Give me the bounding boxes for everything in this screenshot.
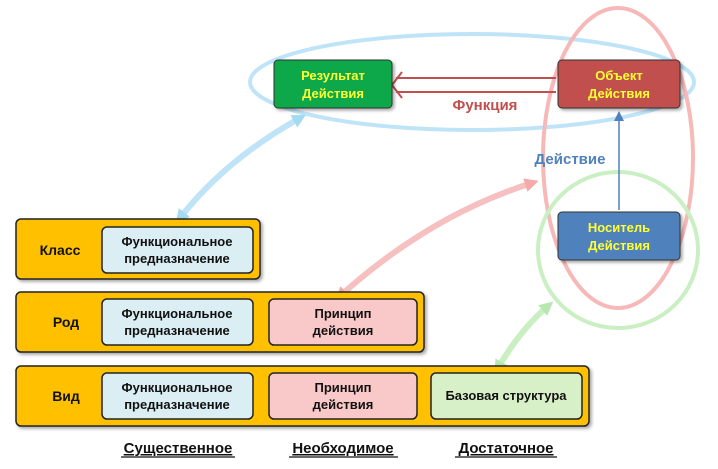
function-arrow-head: [390, 71, 403, 99]
object-node: [557, 59, 681, 109]
klass-functional-cell: [101, 226, 254, 274]
vid-base-structure-label: Базовая структура: [445, 388, 567, 403]
column-necessary-caption: Необходимое: [292, 440, 393, 457]
carrier-node: [557, 211, 681, 261]
object-node-label-line2: Действия: [588, 86, 650, 101]
carrier-node-label-line2: Действия: [588, 238, 650, 253]
function-label: Функция: [453, 97, 518, 114]
column-sufficient-caption: Достаточное: [458, 440, 553, 457]
row-klass-label: Класс: [40, 242, 81, 258]
row-rod-label: Род: [53, 314, 79, 330]
rod-principle-line1: Принцип: [315, 306, 372, 321]
vid-functional-line1: Функциональное: [122, 380, 233, 395]
rod-functional-cell: [101, 298, 254, 346]
klass-functional-line1: Функциональное: [122, 234, 233, 249]
result-node-box: [273, 59, 393, 109]
vid-principle-line1: Принцип: [315, 380, 372, 395]
rod-functional-line1: Функциональное: [122, 306, 233, 321]
result-node-label-line1: Результат: [301, 68, 365, 83]
result-function-ellipse: [248, 32, 696, 132]
vid-functional-cell: [101, 372, 254, 420]
row-vid-label: Вид: [52, 388, 80, 404]
action-label: Действие: [535, 151, 606, 168]
principle-action-link-arrow: [334, 178, 539, 301]
carrier-node-label-line1: Носитель: [588, 220, 650, 235]
result-node-label-line2: Действия: [302, 86, 364, 101]
rod-principle-cell: [268, 298, 418, 346]
column-essential-caption: Существенное: [124, 440, 233, 457]
structure-carrier-link-arrow: [494, 301, 554, 375]
vid-principle-cell: [268, 372, 418, 420]
object-node-box: [557, 59, 681, 109]
rod-principle-line2: действия: [313, 323, 374, 338]
klass-functional-line2: предназначение: [124, 251, 230, 266]
object-carrier-ellipse: [541, 6, 695, 310]
rod-functional-line2: предназначение: [124, 323, 230, 338]
carrier-node-box: [557, 211, 681, 261]
object-node-label-line1: Объект: [595, 68, 643, 83]
vid-functional-line2: предназначение: [124, 397, 230, 412]
functional-result-link-arrow: [175, 114, 307, 224]
vid-principle-line2: действия: [313, 397, 374, 412]
result-node: [273, 59, 393, 109]
vid-base-structure-cell: [430, 372, 583, 420]
